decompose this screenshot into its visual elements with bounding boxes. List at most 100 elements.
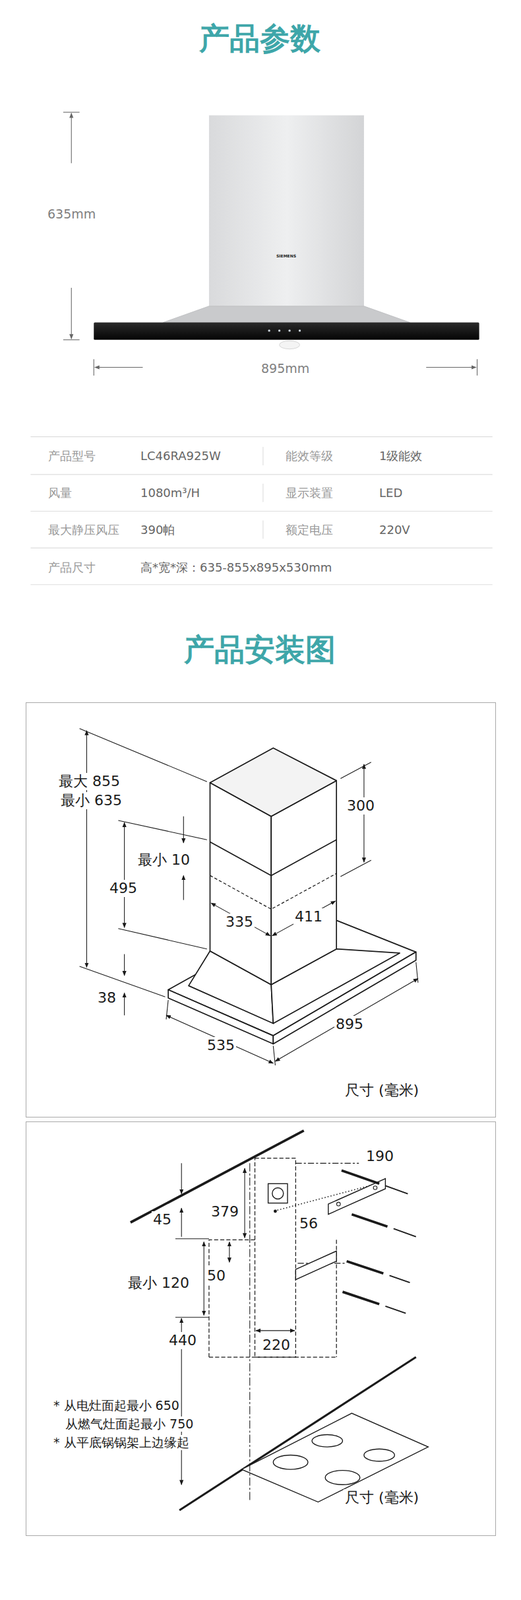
dimension: 尺寸 (毫米) (343, 1080, 421, 1099)
note: * 从电灶面起最小 650 (52, 1396, 181, 1412)
table-key: 风量 (48, 485, 72, 500)
dimension-line (426, 366, 477, 368)
dimension: 895mm (259, 360, 311, 376)
dimension: 535 (205, 1036, 237, 1054)
dimension: 最小 10 (136, 850, 192, 868)
duct-overlap (209, 872, 337, 909)
hood-isometric (168, 747, 417, 1043)
hood-outline (209, 1238, 256, 1356)
tick (93, 358, 95, 376)
drawing-panel: 最大 855最小 635300最小 1049533541138895535尺寸 … (25, 701, 496, 1117)
dimension: 38 (96, 988, 118, 1006)
table-key: 能效等级 (285, 448, 334, 463)
row-rule (30, 510, 492, 512)
dimension-line (211, 902, 271, 935)
table-value: 220V (379, 522, 411, 537)
glass-panel (93, 322, 479, 340)
bracket (295, 1249, 337, 1279)
dimension-line (183, 815, 184, 843)
extension-line (166, 999, 169, 1019)
bracket-hole (336, 1200, 341, 1205)
chimney-outline (254, 1157, 296, 1356)
table-key: 最大静压风压 (48, 522, 120, 537)
dimension: 最小 120 (126, 1273, 191, 1291)
extension-line (175, 1315, 210, 1317)
dimension-line (123, 991, 125, 1015)
dimension-line (272, 900, 336, 936)
panel2-dimensions (175, 1162, 295, 1484)
center-line (249, 1162, 250, 1499)
dimension: 379 (209, 1202, 241, 1220)
dimension-line (166, 1014, 274, 1063)
control-light (278, 329, 281, 332)
dimension-line (71, 287, 72, 339)
screw (393, 1227, 417, 1236)
table-value: LC46RA925W (140, 448, 221, 463)
drawing-panel: 190453795650最小 120440220* 从电灶面起最小 650从燃气… (25, 1120, 496, 1535)
chimney (209, 115, 365, 307)
hood-outline (209, 1355, 337, 1356)
dimension: 45 (151, 1210, 173, 1228)
vent-symbol (272, 1186, 284, 1198)
tick (63, 338, 80, 340)
vent-symbol (268, 1182, 288, 1202)
table-value: 高*宽*深：635-855x895x530mm (140, 559, 332, 575)
table-value: 1级能效 (379, 448, 423, 463)
bracket-hole (373, 1185, 378, 1190)
section-title: 产品安装图 (183, 631, 336, 668)
extension-line (340, 761, 371, 779)
table-value: LED (379, 485, 403, 500)
dimension: 411 (293, 907, 324, 925)
control-light (298, 329, 301, 332)
ceiling-line (130, 1129, 305, 1222)
dimension: 220 (261, 1335, 292, 1353)
mounting-drawing (130, 1129, 429, 1509)
dimension: 440 (167, 1330, 198, 1349)
tick (476, 358, 478, 376)
dash-dot-line (295, 1162, 359, 1163)
extension-line (175, 1237, 210, 1238)
wall-plug (346, 1260, 384, 1273)
dimension-line (255, 1328, 295, 1330)
dimension-line (123, 821, 125, 927)
canopy (162, 306, 410, 323)
dimension-line (228, 1240, 230, 1261)
column-rule (262, 519, 264, 539)
note: 从燃气灶面起最小 750 (63, 1415, 195, 1431)
extension-line (79, 965, 166, 996)
dimension-line (181, 1206, 183, 1236)
control-light (267, 329, 270, 332)
dimension: 635mm (46, 206, 97, 222)
dimension: 尺寸 (毫米) (343, 1487, 421, 1505)
row-rule (30, 547, 492, 549)
tick (63, 112, 80, 113)
chimney-face (209, 782, 272, 984)
burner (311, 1433, 343, 1447)
duct-seam (209, 838, 337, 875)
table-rules (30, 436, 492, 585)
dimension-line (71, 113, 72, 164)
photo-dimensions (63, 112, 478, 376)
column-rule (262, 446, 264, 465)
dimension-line (181, 1162, 183, 1193)
control-light (288, 329, 291, 332)
dimension-line (244, 1167, 245, 1237)
screw (385, 1305, 406, 1313)
extension-line (273, 1045, 276, 1065)
dimension: 最大 855 (57, 772, 122, 790)
table-value: 390帕 (140, 522, 175, 537)
wall-plug (341, 1169, 380, 1183)
note: * 从平底锅锅架上边缘起 (52, 1433, 191, 1449)
wall-plug (342, 1290, 380, 1304)
table-key: 产品尺寸 (48, 559, 96, 575)
table-key: 额定电压 (285, 522, 334, 537)
table-key: 显示装置 (285, 485, 334, 500)
dimension: 495 (108, 879, 139, 897)
hood-photo (93, 115, 479, 349)
screw (385, 1184, 408, 1193)
dimension: 最小 635 (59, 791, 124, 809)
dimension: 300 (345, 796, 376, 814)
dimension-line (183, 874, 184, 899)
extension-line (340, 859, 371, 876)
